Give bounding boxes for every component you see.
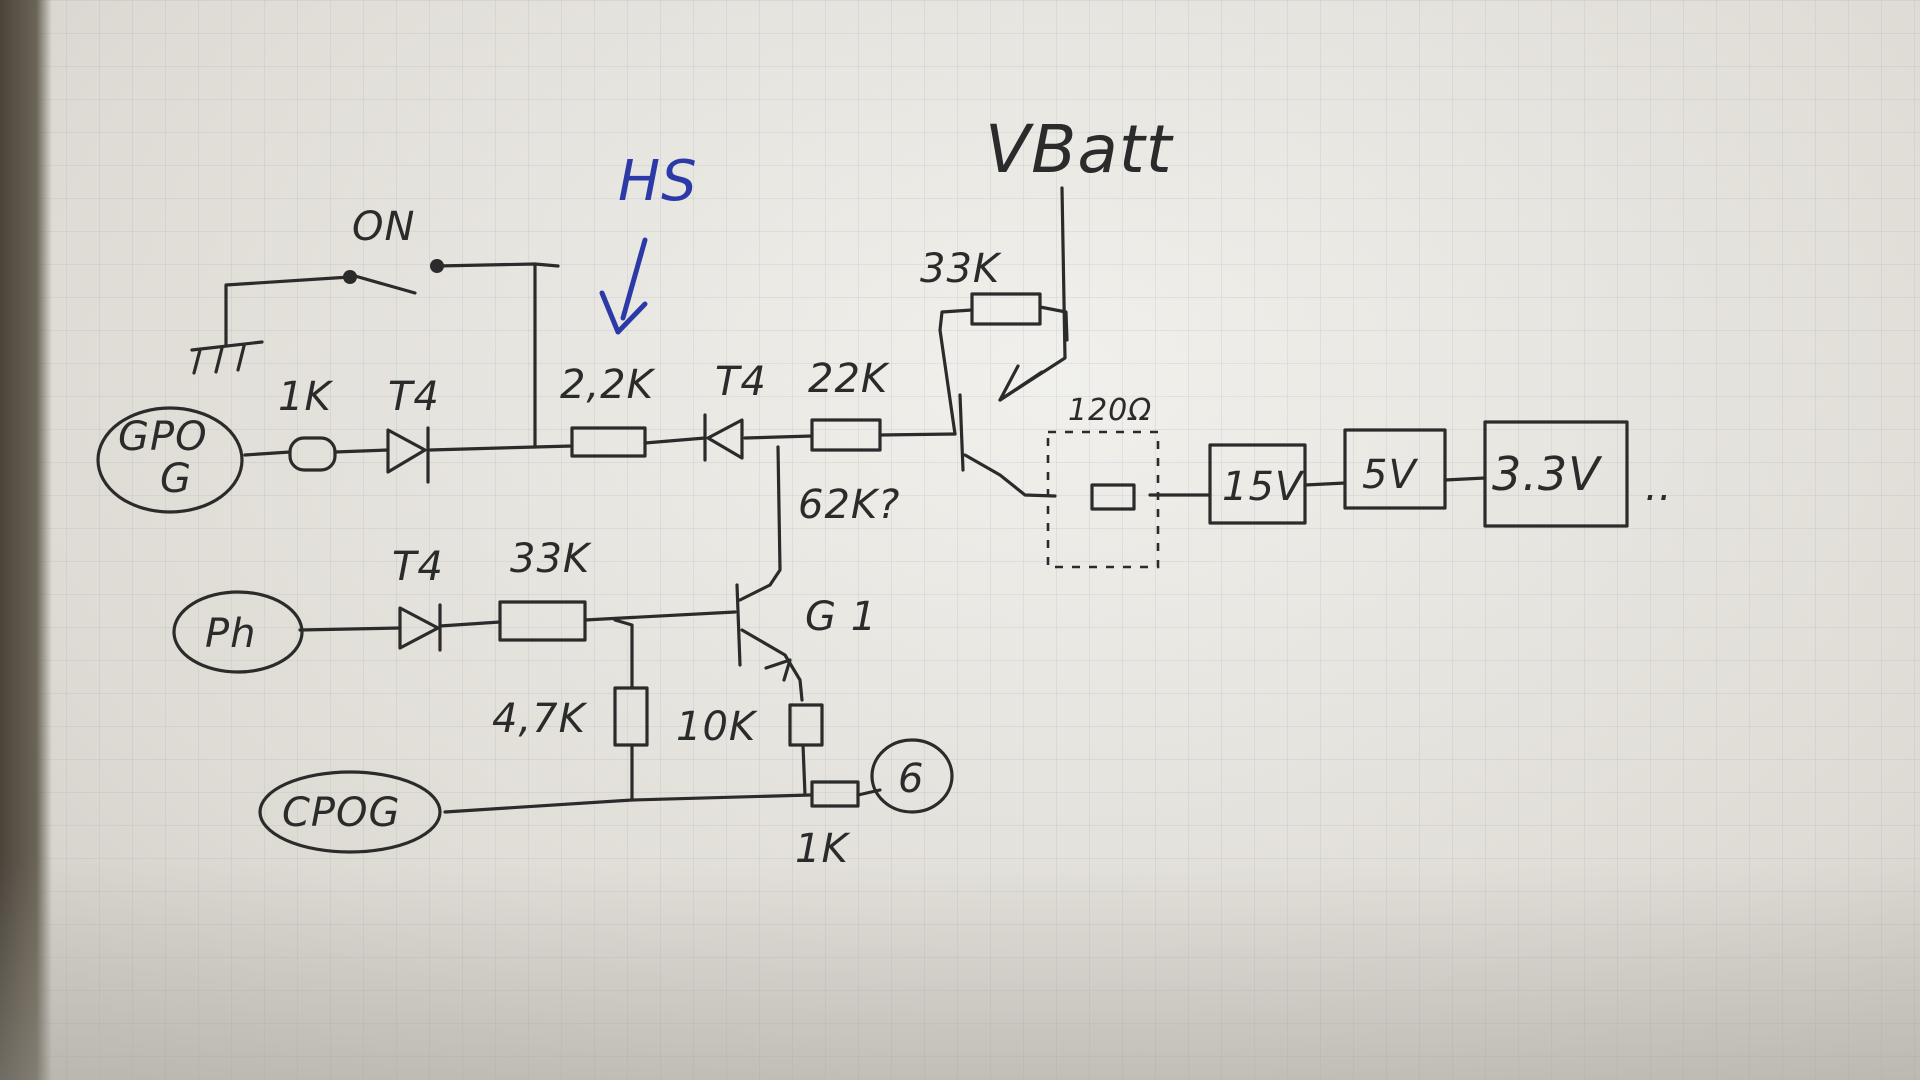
label-box-3v3: 3.3V [1492, 447, 1603, 501]
wire-22k-to-base [878, 432, 957, 437]
label-ellipsis: .. [1645, 464, 1672, 510]
pnp-emitter-arrow-icon [998, 364, 1044, 402]
label-vbatt: VBatt [985, 111, 1174, 188]
wire-switch-tail [533, 262, 560, 268]
hs-arrow-icon [599, 237, 648, 335]
resistor-33k-top [970, 292, 1042, 326]
switch-contact-right [430, 259, 444, 273]
label-on: ON [352, 204, 415, 250]
label-transistor-g1: G 1 [805, 594, 877, 640]
label-r-1k-top: 1K [278, 374, 333, 420]
wire-diode3-to-33k [438, 620, 502, 628]
label-r-10k: 10K [676, 704, 758, 750]
label-node-gpio-line1: GPO [118, 414, 208, 460]
label-node-gpio-line2: G [160, 456, 192, 502]
wire-switch-right [435, 262, 537, 449]
node-cpog [258, 770, 442, 854]
wire-33k-to-base [583, 610, 737, 622]
wire-33k-top-loop [938, 305, 1069, 436]
resistor-10k [788, 703, 824, 747]
desk-edge [0, 0, 52, 1080]
label-node-six: 6 [898, 756, 924, 802]
wire-4-7k-top [613, 618, 634, 690]
label-r-22k: 22K [808, 356, 890, 402]
ground-symbol-icon [190, 340, 264, 375]
node-gpio [96, 406, 244, 514]
wire-junction-to-2-2k [533, 444, 574, 449]
switch-lever [353, 274, 417, 295]
wire-5v-to-3v3 [1443, 476, 1487, 482]
diode-icon-1 [386, 426, 430, 484]
paper-shadow [0, 860, 1920, 1080]
wire-ph-to-diode3 [298, 626, 402, 632]
resistor-1k-top [288, 436, 337, 472]
wires [190, 186, 1487, 814]
wire-cpog [443, 793, 812, 814]
box-3v3 [1483, 420, 1629, 528]
label-box-5v: 5V [1362, 452, 1418, 498]
label-diode-2: T4 [715, 359, 767, 405]
voltage-boxes [1208, 420, 1629, 528]
annotations: ON HS VBatt 1K T4 2,2K T4 22K 33K 120Ω 6… [118, 111, 1672, 872]
switch-contact-left [343, 270, 357, 284]
wire-switch-left [224, 275, 352, 347]
wire-gpio-to-1k [243, 450, 292, 457]
diode-icon-2 [703, 413, 744, 462]
node-ph [172, 590, 304, 674]
label-r-120: 120Ω [1068, 393, 1152, 428]
npn-base-bar [735, 583, 742, 667]
box-5v [1343, 428, 1447, 510]
resistor-1k-bottom [810, 780, 860, 808]
resistors [288, 292, 1160, 808]
label-diode-3: T4 [392, 544, 444, 590]
wire-10k-bottom [801, 743, 807, 797]
wire-15v-to-5v [1303, 481, 1347, 487]
wire-1k-to-diode1 [333, 448, 390, 454]
label-r-33k-mid: 33K [510, 536, 592, 582]
npn-collector [738, 583, 772, 602]
node-six [870, 738, 954, 814]
box-15v [1208, 443, 1307, 525]
label-r-4-7k: 4,7K [492, 696, 588, 742]
wire-2-2k-to-diode2 [643, 436, 707, 445]
resistor-2-2k [570, 426, 647, 458]
nodes [96, 406, 954, 854]
diodes [386, 413, 744, 652]
heatsink-outline [1046, 430, 1160, 569]
label-r-33k-top: 33K [920, 246, 1002, 292]
on-switch [343, 259, 444, 295]
label-r-62k: 62K? [798, 482, 900, 528]
pnp-base-bar [958, 393, 965, 472]
pnp-collector [963, 453, 1057, 498]
resistor-4-7k [613, 686, 649, 747]
npn-emitter-arrow-icon [764, 658, 792, 682]
label-diode-1: T4 [388, 374, 440, 420]
label-node-cpog: CPOG [282, 790, 401, 836]
npn-emitter [740, 628, 804, 702]
wire-diode1-to-junction [428, 445, 537, 452]
wire-62k-branch [768, 445, 782, 587]
wire-diode2-to-22k [743, 434, 814, 440]
label-hs: HS [618, 149, 698, 214]
label-r-1k-bottom: 1K [795, 826, 850, 872]
label-box-15v: 15V [1222, 464, 1305, 510]
resistor-22k [810, 418, 882, 452]
label-r-2-2k: 2,2K [560, 362, 656, 408]
resistor-120-ohm [1090, 483, 1136, 511]
diode-icon-3 [398, 603, 442, 652]
resistor-33k-mid [498, 600, 587, 642]
label-node-ph: Ph [205, 611, 256, 657]
